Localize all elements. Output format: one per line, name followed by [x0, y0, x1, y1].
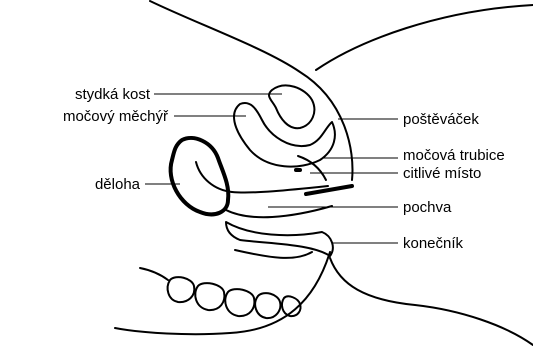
label-urethra: močová trubice — [403, 147, 505, 164]
bladder-shape — [234, 103, 335, 167]
vertebra-edge — [140, 268, 168, 280]
label-bladder: močový měchýř — [63, 108, 169, 125]
abdominal-fold — [235, 250, 312, 258]
body-outline-upper — [150, 1, 352, 180]
label-rectum: konečník — [403, 235, 464, 252]
body-outline-lower-right — [330, 258, 533, 345]
buttock-outline — [115, 252, 330, 334]
label-clitoris: poštěváček — [403, 111, 479, 128]
vertebra-3 — [225, 289, 254, 316]
vertebra-1 — [168, 277, 195, 302]
uterus-shape — [171, 138, 229, 214]
vertebra-4 — [255, 293, 280, 318]
vertebra-2 — [195, 283, 224, 310]
label-uterus: děloha — [95, 176, 141, 193]
pubic-bone-shape — [269, 85, 314, 128]
label-pubic-bone: stydká kost — [75, 86, 151, 103]
label-vagina: pochva — [403, 199, 452, 216]
vagina-lower-wall — [226, 206, 332, 217]
label-sensitive-spot: citlivé místo — [403, 165, 481, 182]
body-outline-right — [316, 5, 533, 70]
